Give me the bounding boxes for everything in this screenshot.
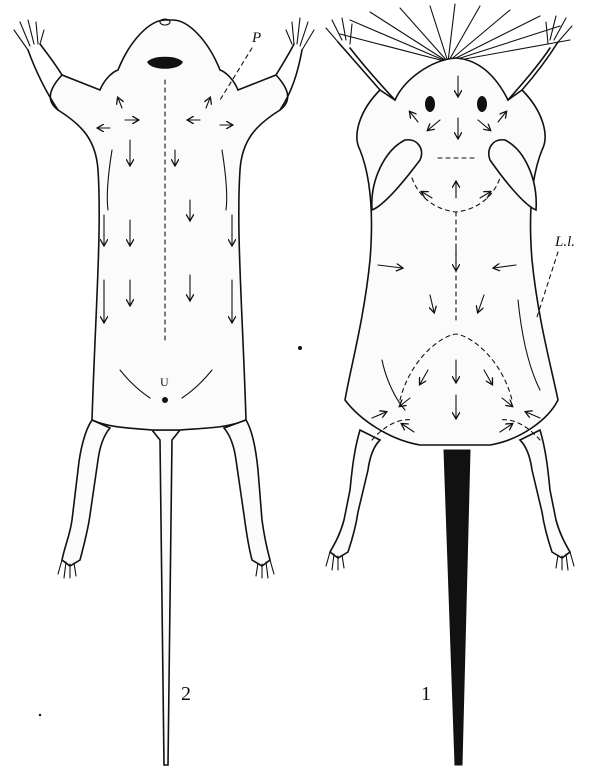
left-forearm-2b <box>40 44 62 75</box>
right-forearm-1b <box>508 48 550 100</box>
left-hand-2 <box>14 20 44 50</box>
specimen-2: P U 2 <box>14 18 314 765</box>
tail-left <box>152 430 180 765</box>
mouth-2 <box>148 58 182 69</box>
right-forearm-1 <box>522 42 558 90</box>
figure-label-2: 2 <box>181 683 191 705</box>
left-leg-2 <box>62 420 110 566</box>
annotation-ll: L.l. <box>554 234 575 250</box>
right-forearm-2b <box>276 44 294 75</box>
body-outline-right <box>345 58 558 445</box>
stray-dot-1 <box>298 346 302 350</box>
urogenital-dot <box>162 397 168 403</box>
annotation-p: P <box>251 30 261 46</box>
right-leg-1 <box>520 430 570 558</box>
left-leg-1 <box>330 430 380 558</box>
specimen-1: L.l. 1 <box>326 4 575 765</box>
left-forearm-1 <box>338 42 380 90</box>
annotation-u: U <box>160 375 169 389</box>
left-eye-1 <box>425 96 435 112</box>
left-forearm-1b <box>350 48 395 100</box>
whiskers <box>340 4 570 62</box>
right-leg-2 <box>224 420 270 566</box>
right-eye-1 <box>477 96 487 112</box>
left-hand-1 <box>326 18 352 44</box>
tail-right <box>444 450 470 765</box>
stray-dot-2 <box>39 714 41 716</box>
right-hand-2 <box>286 18 314 50</box>
figure-label-1: 1 <box>421 683 431 705</box>
body-outline-left <box>50 20 287 430</box>
